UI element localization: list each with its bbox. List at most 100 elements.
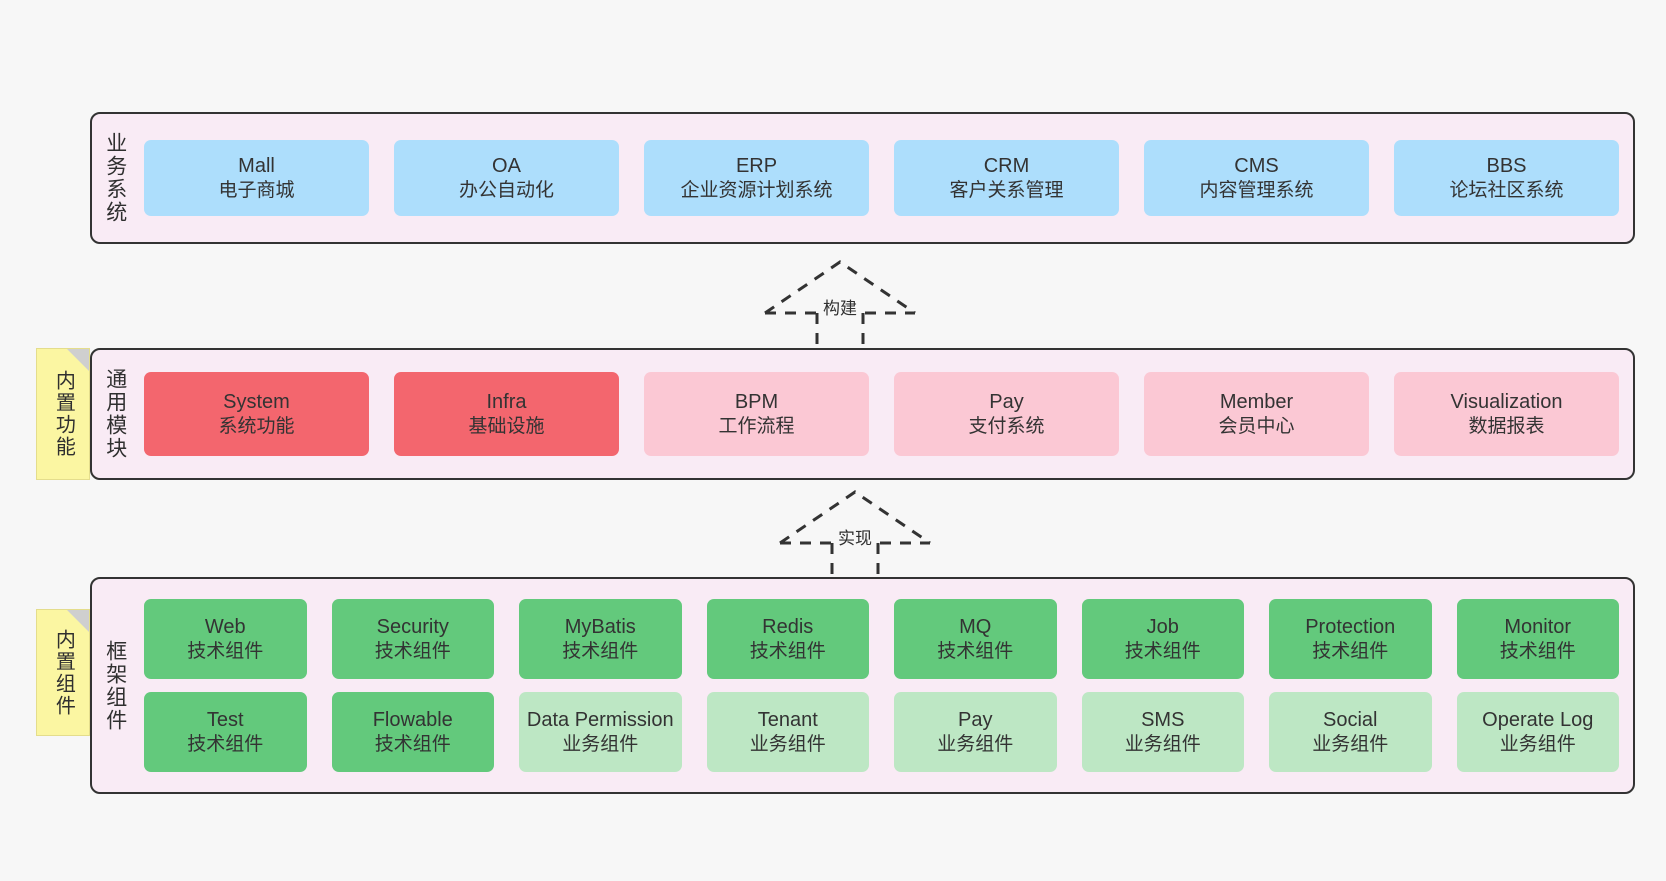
card-subtitle: 办公自动化 <box>458 179 554 201</box>
card-title: OA <box>492 155 521 178</box>
card-mybatis[interactable]: MyBatis 技术组件 <box>519 599 682 679</box>
connector-build: 构建 <box>755 256 925 348</box>
card-title: Visualization <box>1450 391 1563 414</box>
card-infra[interactable]: Infra 基础设施 <box>394 372 619 456</box>
note-label: 内置组件 <box>52 628 75 717</box>
card-title: Protection <box>1305 616 1396 639</box>
card-title: Web <box>204 616 246 639</box>
layer-title-framework-component: 框架组件 <box>103 639 127 732</box>
card-tenant[interactable]: Tenant 业务组件 <box>706 692 869 772</box>
card-subtitle: 基础设施 <box>468 415 545 437</box>
card-data-permission[interactable]: Data Permission 业务组件 <box>519 692 682 772</box>
card-subtitle: 业务组件 <box>562 733 639 755</box>
card-title: Redis <box>762 616 814 639</box>
card-title: System <box>223 391 290 414</box>
card-subtitle: 电子商城 <box>218 179 295 201</box>
card-title: Mall <box>238 155 275 178</box>
layer-framework-component: 框架组件 Web 技术组件 Security 技术组件 MyBatis 技术组件… <box>90 577 1635 794</box>
card-erp[interactable]: ERP 企业资源计划系统 <box>644 140 869 216</box>
card-title: BPM <box>734 391 779 414</box>
card-flowable[interactable]: Flowable 技术组件 <box>331 692 494 772</box>
card-subtitle: 业务组件 <box>937 733 1014 755</box>
card-web[interactable]: Web 技术组件 <box>144 599 307 679</box>
card-title: Operate Log <box>1482 709 1594 732</box>
card-title: CMS <box>1234 155 1279 178</box>
card-job[interactable]: Job 技术组件 <box>1081 599 1244 679</box>
card-title: Monitor <box>1504 616 1572 639</box>
card-test[interactable]: Test 技术组件 <box>144 692 307 772</box>
card-subtitle: 技术组件 <box>937 640 1014 662</box>
card-subtitle: 业务组件 <box>1312 733 1389 755</box>
card-subtitle: 内容管理系统 <box>1199 179 1314 201</box>
card-title: ERP <box>735 155 778 178</box>
card-title: Infra <box>486 391 527 414</box>
card-visualization[interactable]: Visualization 数据报表 <box>1394 372 1619 456</box>
card-subtitle: 业务组件 <box>1124 733 1201 755</box>
card-crm[interactable]: CRM 客户关系管理 <box>894 140 1119 216</box>
card-subtitle: 会员中心 <box>1218 415 1295 437</box>
card-title: CRM <box>983 155 1030 178</box>
card-subtitle: 客户关系管理 <box>949 179 1064 201</box>
card-operate-log[interactable]: Operate Log 业务组件 <box>1456 692 1619 772</box>
card-sms[interactable]: SMS 业务组件 <box>1081 692 1244 772</box>
card-row: System 系统功能 Infra 基础设施 BPM 工作流程 Pay 支付系统… <box>144 372 1619 456</box>
connector-realize: 实现 <box>770 486 940 578</box>
note-fold-corner-icon <box>67 349 89 371</box>
card-title: Flowable <box>372 709 453 732</box>
card-subtitle: 企业资源计划系统 <box>680 179 833 201</box>
note-fold-corner-icon <box>67 610 89 632</box>
card-protection[interactable]: Protection 技术组件 <box>1269 599 1432 679</box>
card-title: Member <box>1219 391 1294 414</box>
layer-title-business-system: 业务系统 <box>103 132 127 224</box>
card-pay-business[interactable]: Pay 业务组件 <box>894 692 1057 772</box>
card-subtitle: 技术组件 <box>1499 640 1576 662</box>
card-oa[interactable]: OA 办公自动化 <box>394 140 619 216</box>
card-title: MQ <box>959 616 992 639</box>
card-mall[interactable]: Mall 电子商城 <box>144 140 369 216</box>
card-row: Web 技术组件 Security 技术组件 MyBatis 技术组件 Redi… <box>144 599 1619 679</box>
card-title: BBS <box>1486 155 1527 178</box>
card-monitor[interactable]: Monitor 技术组件 <box>1456 599 1619 679</box>
card-subtitle: 技术组件 <box>749 640 826 662</box>
card-subtitle: 业务组件 <box>1499 733 1576 755</box>
note-builtin-component: 内置组件 <box>36 609 90 736</box>
card-subtitle: 支付系统 <box>968 415 1045 437</box>
card-title: MyBatis <box>564 616 636 639</box>
card-mq[interactable]: MQ 技术组件 <box>894 599 1057 679</box>
card-title: Social <box>1323 709 1378 732</box>
card-pay[interactable]: Pay 支付系统 <box>894 372 1119 456</box>
card-title: SMS <box>1141 709 1185 732</box>
card-subtitle: 业务组件 <box>749 733 826 755</box>
card-title: Tenant <box>757 709 818 732</box>
card-subtitle: 技术组件 <box>562 640 639 662</box>
card-bbs[interactable]: BBS 论坛社区系统 <box>1394 140 1619 216</box>
card-title: Pay <box>958 709 993 732</box>
card-subtitle: 技术组件 <box>374 640 451 662</box>
note-label: 内置功能 <box>52 370 75 458</box>
layer-business-system: 业务系统 Mall 电子商城 OA 办公自动化 ERP 企业资源计划系统 CRM <box>90 112 1635 244</box>
card-member[interactable]: Member 会员中心 <box>1144 372 1369 456</box>
card-subtitle: 系统功能 <box>218 415 295 437</box>
card-title: Data Permission <box>526 709 674 732</box>
card-redis[interactable]: Redis 技术组件 <box>706 599 869 679</box>
layer-body-business-system: Mall 电子商城 OA 办公自动化 ERP 企业资源计划系统 CRM 客户关系… <box>138 114 1633 242</box>
card-social[interactable]: Social 业务组件 <box>1269 692 1432 772</box>
card-system[interactable]: System 系统功能 <box>144 372 369 456</box>
card-subtitle: 技术组件 <box>187 640 264 662</box>
card-row: Test 技术组件 Flowable 技术组件 Data Permission … <box>144 692 1619 772</box>
card-subtitle: 技术组件 <box>1124 640 1201 662</box>
card-title: Job <box>1146 616 1179 639</box>
card-subtitle: 技术组件 <box>374 733 451 755</box>
card-bpm[interactable]: BPM 工作流程 <box>644 372 869 456</box>
connector-realize-label: 实现 <box>835 524 875 549</box>
card-row: Mall 电子商城 OA 办公自动化 ERP 企业资源计划系统 CRM 客户关系… <box>144 140 1619 216</box>
card-subtitle: 技术组件 <box>187 733 264 755</box>
layer-body-common-module: System 系统功能 Infra 基础设施 BPM 工作流程 Pay 支付系统… <box>138 350 1633 478</box>
card-cms[interactable]: CMS 内容管理系统 <box>1144 140 1369 216</box>
card-security[interactable]: Security 技术组件 <box>331 599 494 679</box>
connector-build-label: 构建 <box>820 294 860 319</box>
card-title: Pay <box>989 391 1024 414</box>
card-title: Test <box>206 709 244 732</box>
layer-body-framework-component: Web 技术组件 Security 技术组件 MyBatis 技术组件 Redi… <box>138 579 1633 792</box>
